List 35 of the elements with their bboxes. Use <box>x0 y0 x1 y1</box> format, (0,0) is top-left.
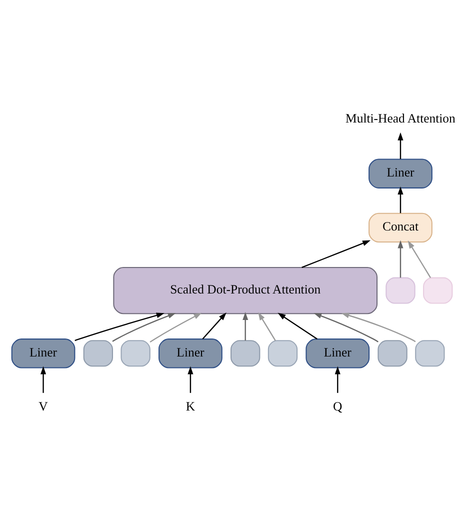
node-box: Liner <box>11 338 76 368</box>
arrow <box>408 240 431 278</box>
node-box: Scaled Dot-Product Attention <box>113 266 378 314</box>
node-box <box>83 340 114 366</box>
node-text: Multi-Head Attention <box>346 111 456 126</box>
arrow <box>258 312 276 340</box>
arrow <box>150 312 202 342</box>
node-box <box>230 340 260 366</box>
arrow <box>398 240 404 278</box>
arrow <box>398 186 404 213</box>
arrow <box>202 312 226 339</box>
arrow <box>242 312 248 340</box>
node-text: Q <box>333 399 342 414</box>
node-box <box>386 276 416 304</box>
arrow <box>334 366 340 392</box>
node-box <box>120 340 150 366</box>
node-box: Liner <box>306 338 370 368</box>
node-box <box>378 340 408 366</box>
arrow <box>341 312 416 342</box>
arrow <box>302 240 371 268</box>
arrow <box>398 132 404 158</box>
arrow <box>188 366 194 392</box>
node-box <box>415 340 445 366</box>
node-box: Concat <box>368 212 432 242</box>
node-box: Liner <box>368 158 432 188</box>
node-text: K <box>186 399 196 414</box>
arrow <box>278 312 318 339</box>
node-box: Liner <box>158 338 222 368</box>
arrow <box>74 312 164 341</box>
arrow <box>314 312 378 342</box>
arrow <box>112 312 176 342</box>
node-text: V <box>38 399 48 414</box>
node-box <box>268 340 298 366</box>
arrow <box>40 366 46 392</box>
node-box <box>423 276 453 304</box>
